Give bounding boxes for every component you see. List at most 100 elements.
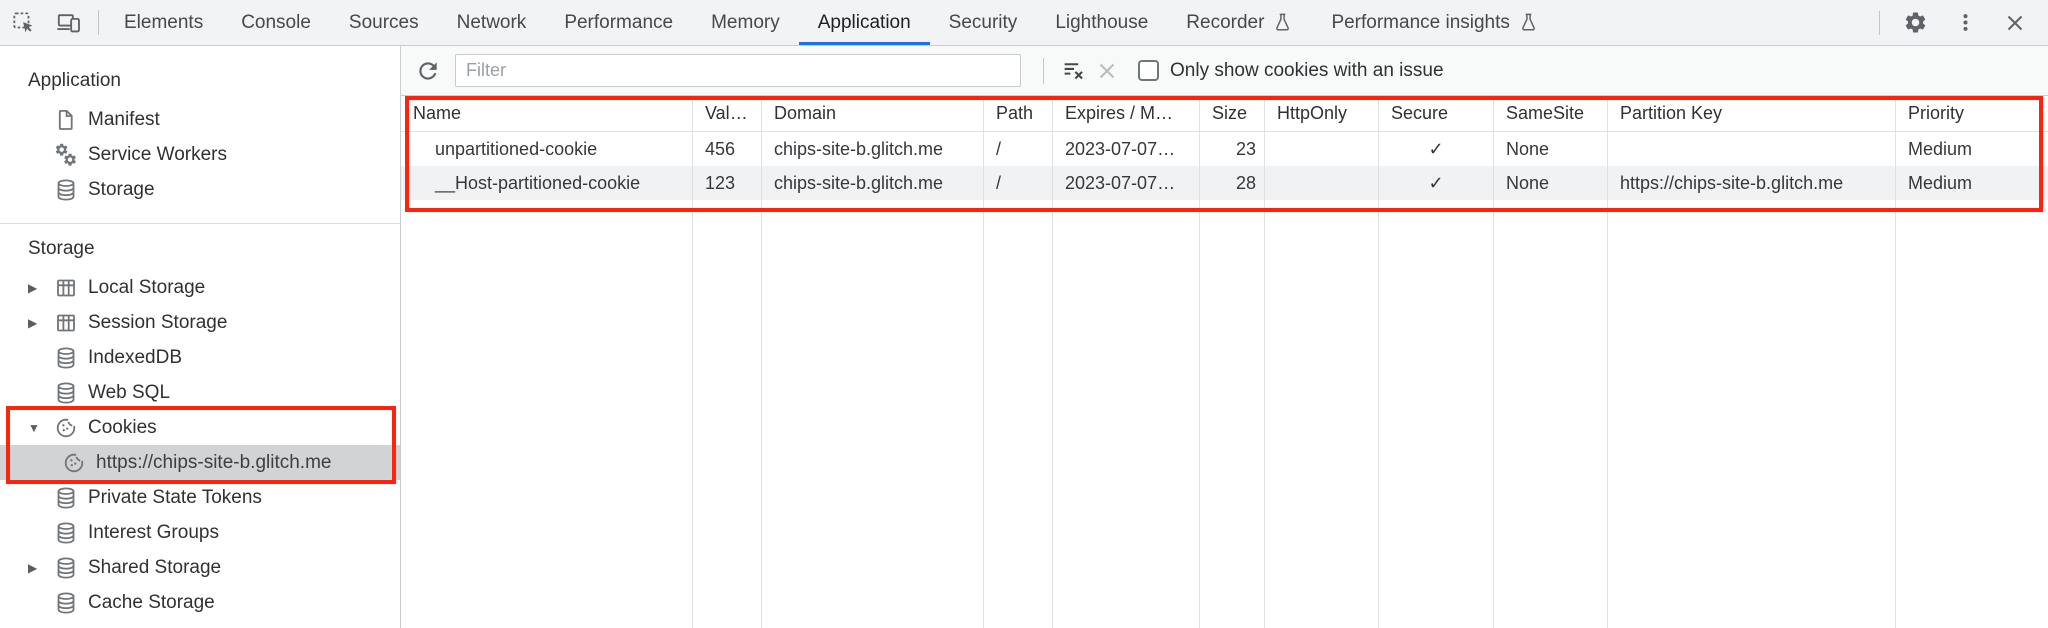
sidebar-item-label: Interest Groups [88,521,219,543]
tab-sources[interactable]: Sources [330,0,438,45]
sidebar-item-label: Web SQL [88,381,171,403]
only-show-issue-label[interactable]: Only show cookies with an issue [1170,59,1444,81]
sidebar-item-storage[interactable]: Storage [0,172,400,207]
clear-filter-button[interactable] [1056,54,1090,88]
database-icon [54,591,78,615]
cell-secure-checkmark: ✓ [1379,166,1494,200]
only-show-issue-checkbox[interactable] [1138,60,1159,81]
sidebar-item-label: Manifest [88,108,160,130]
sidebar-item-label: Storage [88,178,155,200]
column-header-domain[interactable]: Domain [762,96,984,131]
column-header-path[interactable]: Path [984,96,1053,131]
tab-elements[interactable]: Elements [105,0,222,45]
delete-selected-button[interactable] [1090,54,1124,88]
application-sidebar: Application Manifest Service Workers Sto… [0,46,401,628]
cookie-row-host-partitioned[interactable]: __Host-partitioned-cookie 123 chips-site… [401,166,2048,200]
tab-application[interactable]: Application [798,0,930,45]
cookie-data-grid: Name Value Domain Path Expires / M… Size… [401,96,2048,628]
more-options-button[interactable] [1942,11,1988,34]
column-header-samesite[interactable]: SameSite [1494,96,1608,131]
sidebar-item-label: IndexedDB [88,346,183,368]
expander-collapsed-icon[interactable]: ▶ [28,280,38,295]
settings-button[interactable] [1892,10,1938,35]
cell-domain: chips-site-b.glitch.me [762,166,984,200]
expander-collapsed-icon[interactable]: ▶ [28,315,38,330]
inspect-element-button[interactable] [0,0,46,45]
cookies-toolbar: Only show cookies with an issue [401,46,2048,96]
cookie-row-unpartitioned[interactable]: unpartitioned-cookie 456 chips-site-b.gl… [401,132,2048,166]
tab-label: Application [817,11,911,33]
close-devtools-button[interactable] [1992,11,2038,35]
document-icon [54,108,78,132]
tab-console[interactable]: Console [222,0,330,45]
refresh-icon [415,58,441,84]
cell-expires: 2023-07-07… [1053,166,1200,200]
refresh-button[interactable] [411,54,445,88]
filter-input[interactable] [455,54,1021,87]
sidebar-item-manifest[interactable]: Manifest [0,102,400,137]
tab-label: Console [241,11,311,33]
sidebar-item-session-storage[interactable]: ▶ Session Storage [0,305,400,340]
column-header-httponly[interactable]: HttpOnly [1265,96,1379,131]
database-icon [54,521,78,545]
sidebar-item-label: https://chips-site-b.glitch.me [96,451,332,473]
sidebar-item-interest-groups[interactable]: Interest Groups [0,515,400,550]
tab-bar-right-controls [1871,0,2048,45]
expander-expanded-icon[interactable]: ▼ [28,420,40,435]
sidebar-item-cookies-origin-chips-site-b[interactable]: https://chips-site-b.glitch.me [0,445,400,480]
cell-partition-key [1608,132,1896,166]
toolbar-separator [98,10,99,35]
tab-recorder[interactable]: Recorder [1167,0,1312,45]
tab-performance[interactable]: Performance [545,0,692,45]
cell-priority: Medium [1896,166,2048,200]
cell-httponly [1265,132,1379,166]
cell-expires: 2023-07-07… [1053,132,1200,166]
table-icon [54,311,78,335]
column-header-partition-key[interactable]: Partition Key [1608,96,1896,131]
sidebar-item-private-state-tokens[interactable]: Private State Tokens [0,480,400,515]
column-header-name[interactable]: Name [401,96,693,131]
sidebar-item-cookies[interactable]: ▼ Cookies [0,410,400,445]
column-header-size[interactable]: Size [1200,96,1265,131]
sidebar-item-web-sql[interactable]: Web SQL [0,375,400,410]
sidebar-item-cache-storage[interactable]: Cache Storage [0,585,400,620]
cookie-icon [62,451,86,475]
database-icon [54,381,78,405]
cell-name: __Host-partitioned-cookie [401,166,693,200]
sidebar-item-label: Local Storage [88,276,206,298]
cell-domain: chips-site-b.glitch.me [762,132,984,166]
database-icon [54,346,78,370]
tab-performance-insights[interactable]: Performance insights [1312,0,1557,45]
column-header-value[interactable]: Value [693,96,762,131]
experiment-flask-icon [1518,12,1539,33]
cell-secure-checkmark: ✓ [1379,132,1494,166]
column-header-expires[interactable]: Expires / M… [1053,96,1200,131]
sidebar-item-indexeddb[interactable]: IndexedDB [0,340,400,375]
gear-icon [1903,10,1928,35]
cell-path: / [984,166,1053,200]
expander-collapsed-icon[interactable]: ▶ [28,560,38,575]
sidebar-item-label: Private State Tokens [88,486,262,508]
tab-security[interactable]: Security [930,0,1037,45]
column-header-priority[interactable]: Priority [1908,103,1965,123]
device-toolbar-icon [56,10,82,36]
toggle-device-toolbar-button[interactable] [46,0,92,45]
tab-network[interactable]: Network [438,0,546,45]
tab-memory[interactable]: Memory [692,0,799,45]
cell-value: 456 [693,132,762,166]
sidebar-section-title-storage: Storage [28,238,95,259]
toolbar-separator [1879,10,1880,35]
tab-label: Performance [564,11,674,33]
clear-filter-icon [1061,58,1086,83]
cell-partition-key: https://chips-site-b.glitch.me [1608,166,1896,200]
sidebar-item-label: Shared Storage [88,556,222,578]
column-header-secure[interactable]: Secure [1379,96,1494,131]
sidebar-item-shared-storage[interactable]: ▶ Shared Storage [0,550,400,585]
tab-lighthouse[interactable]: Lighthouse [1036,0,1167,45]
cell-priority: Medium [1908,139,1973,159]
sidebar-item-local-storage[interactable]: ▶ Local Storage [0,270,400,305]
sidebar-item-service-workers[interactable]: Service Workers [0,137,400,172]
database-icon [54,486,78,510]
sidebar-item-label: Service Workers [88,143,228,165]
cell-name: unpartitioned-cookie [401,132,693,166]
